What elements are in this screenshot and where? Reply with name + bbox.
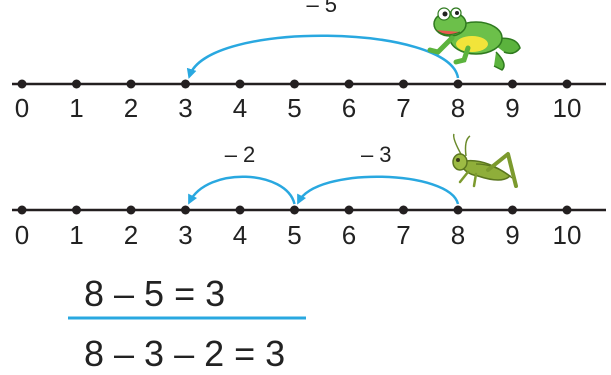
tick-label: 8 [451, 220, 465, 250]
tick-dot [399, 206, 408, 215]
tick-label: 8 [451, 93, 465, 123]
tick-dot [127, 80, 136, 89]
number-line-frog: 0 1 2 3 4 5 6 7 8 9 10 – 5 [12, 0, 606, 123]
frog-icon [430, 8, 520, 70]
tick-dot [72, 80, 81, 89]
tick-label: 5 [287, 220, 301, 250]
tick-dot [399, 80, 408, 89]
tick-label: 7 [396, 93, 410, 123]
tick-label: 3 [178, 93, 192, 123]
tick-dot [290, 80, 299, 89]
tick-dot [127, 206, 136, 215]
jump-label: – 2 [225, 142, 256, 167]
tick-label: 6 [342, 93, 356, 123]
tick-label: 0 [15, 93, 29, 123]
tick-dot [508, 80, 517, 89]
tick-label: 5 [287, 93, 301, 123]
jump-arrow [299, 177, 459, 204]
equation-first: 8 – 5 = 3 [84, 273, 225, 314]
tick-label: 1 [69, 93, 83, 123]
tick-dot [563, 206, 572, 215]
tick-label: 10 [553, 93, 582, 123]
jump-label: – 3 [361, 142, 392, 167]
tick-dot [72, 206, 81, 215]
tick-dot [454, 80, 463, 89]
jump-label: – 5 [306, 0, 337, 17]
tick-dot [454, 206, 463, 215]
jump-arrow [190, 36, 459, 78]
tick-label: 4 [233, 93, 247, 123]
tick-dot [290, 206, 299, 215]
tick-label: 10 [553, 220, 582, 250]
tick-label: 1 [69, 220, 83, 250]
grasshopper-icon [453, 134, 516, 186]
tick-label: 9 [505, 220, 519, 250]
tick-dot [181, 80, 190, 89]
tick-dot [345, 80, 354, 89]
tick-dot [18, 80, 27, 89]
tick-dot [236, 80, 245, 89]
tick-label: 7 [396, 220, 410, 250]
tick-label: 2 [124, 220, 138, 250]
tick-label: 6 [342, 220, 356, 250]
tick-dot [181, 206, 190, 215]
tick-dot [18, 206, 27, 215]
tick-dot [508, 206, 517, 215]
tick-label: 4 [233, 220, 247, 250]
tick-label: 3 [178, 220, 192, 250]
jump-arrow [190, 177, 295, 204]
tick-dot [345, 206, 354, 215]
tick-label: 2 [124, 93, 138, 123]
tick-dot [236, 206, 245, 215]
tick-dot [563, 80, 572, 89]
equation-second: 8 – 3 – 2 = 3 [84, 333, 285, 374]
number-line-grasshopper: 0 1 2 3 4 5 6 7 8 9 10 – 3 – 2 [12, 142, 606, 250]
tick-label: 0 [15, 220, 29, 250]
tick-label: 9 [505, 93, 519, 123]
